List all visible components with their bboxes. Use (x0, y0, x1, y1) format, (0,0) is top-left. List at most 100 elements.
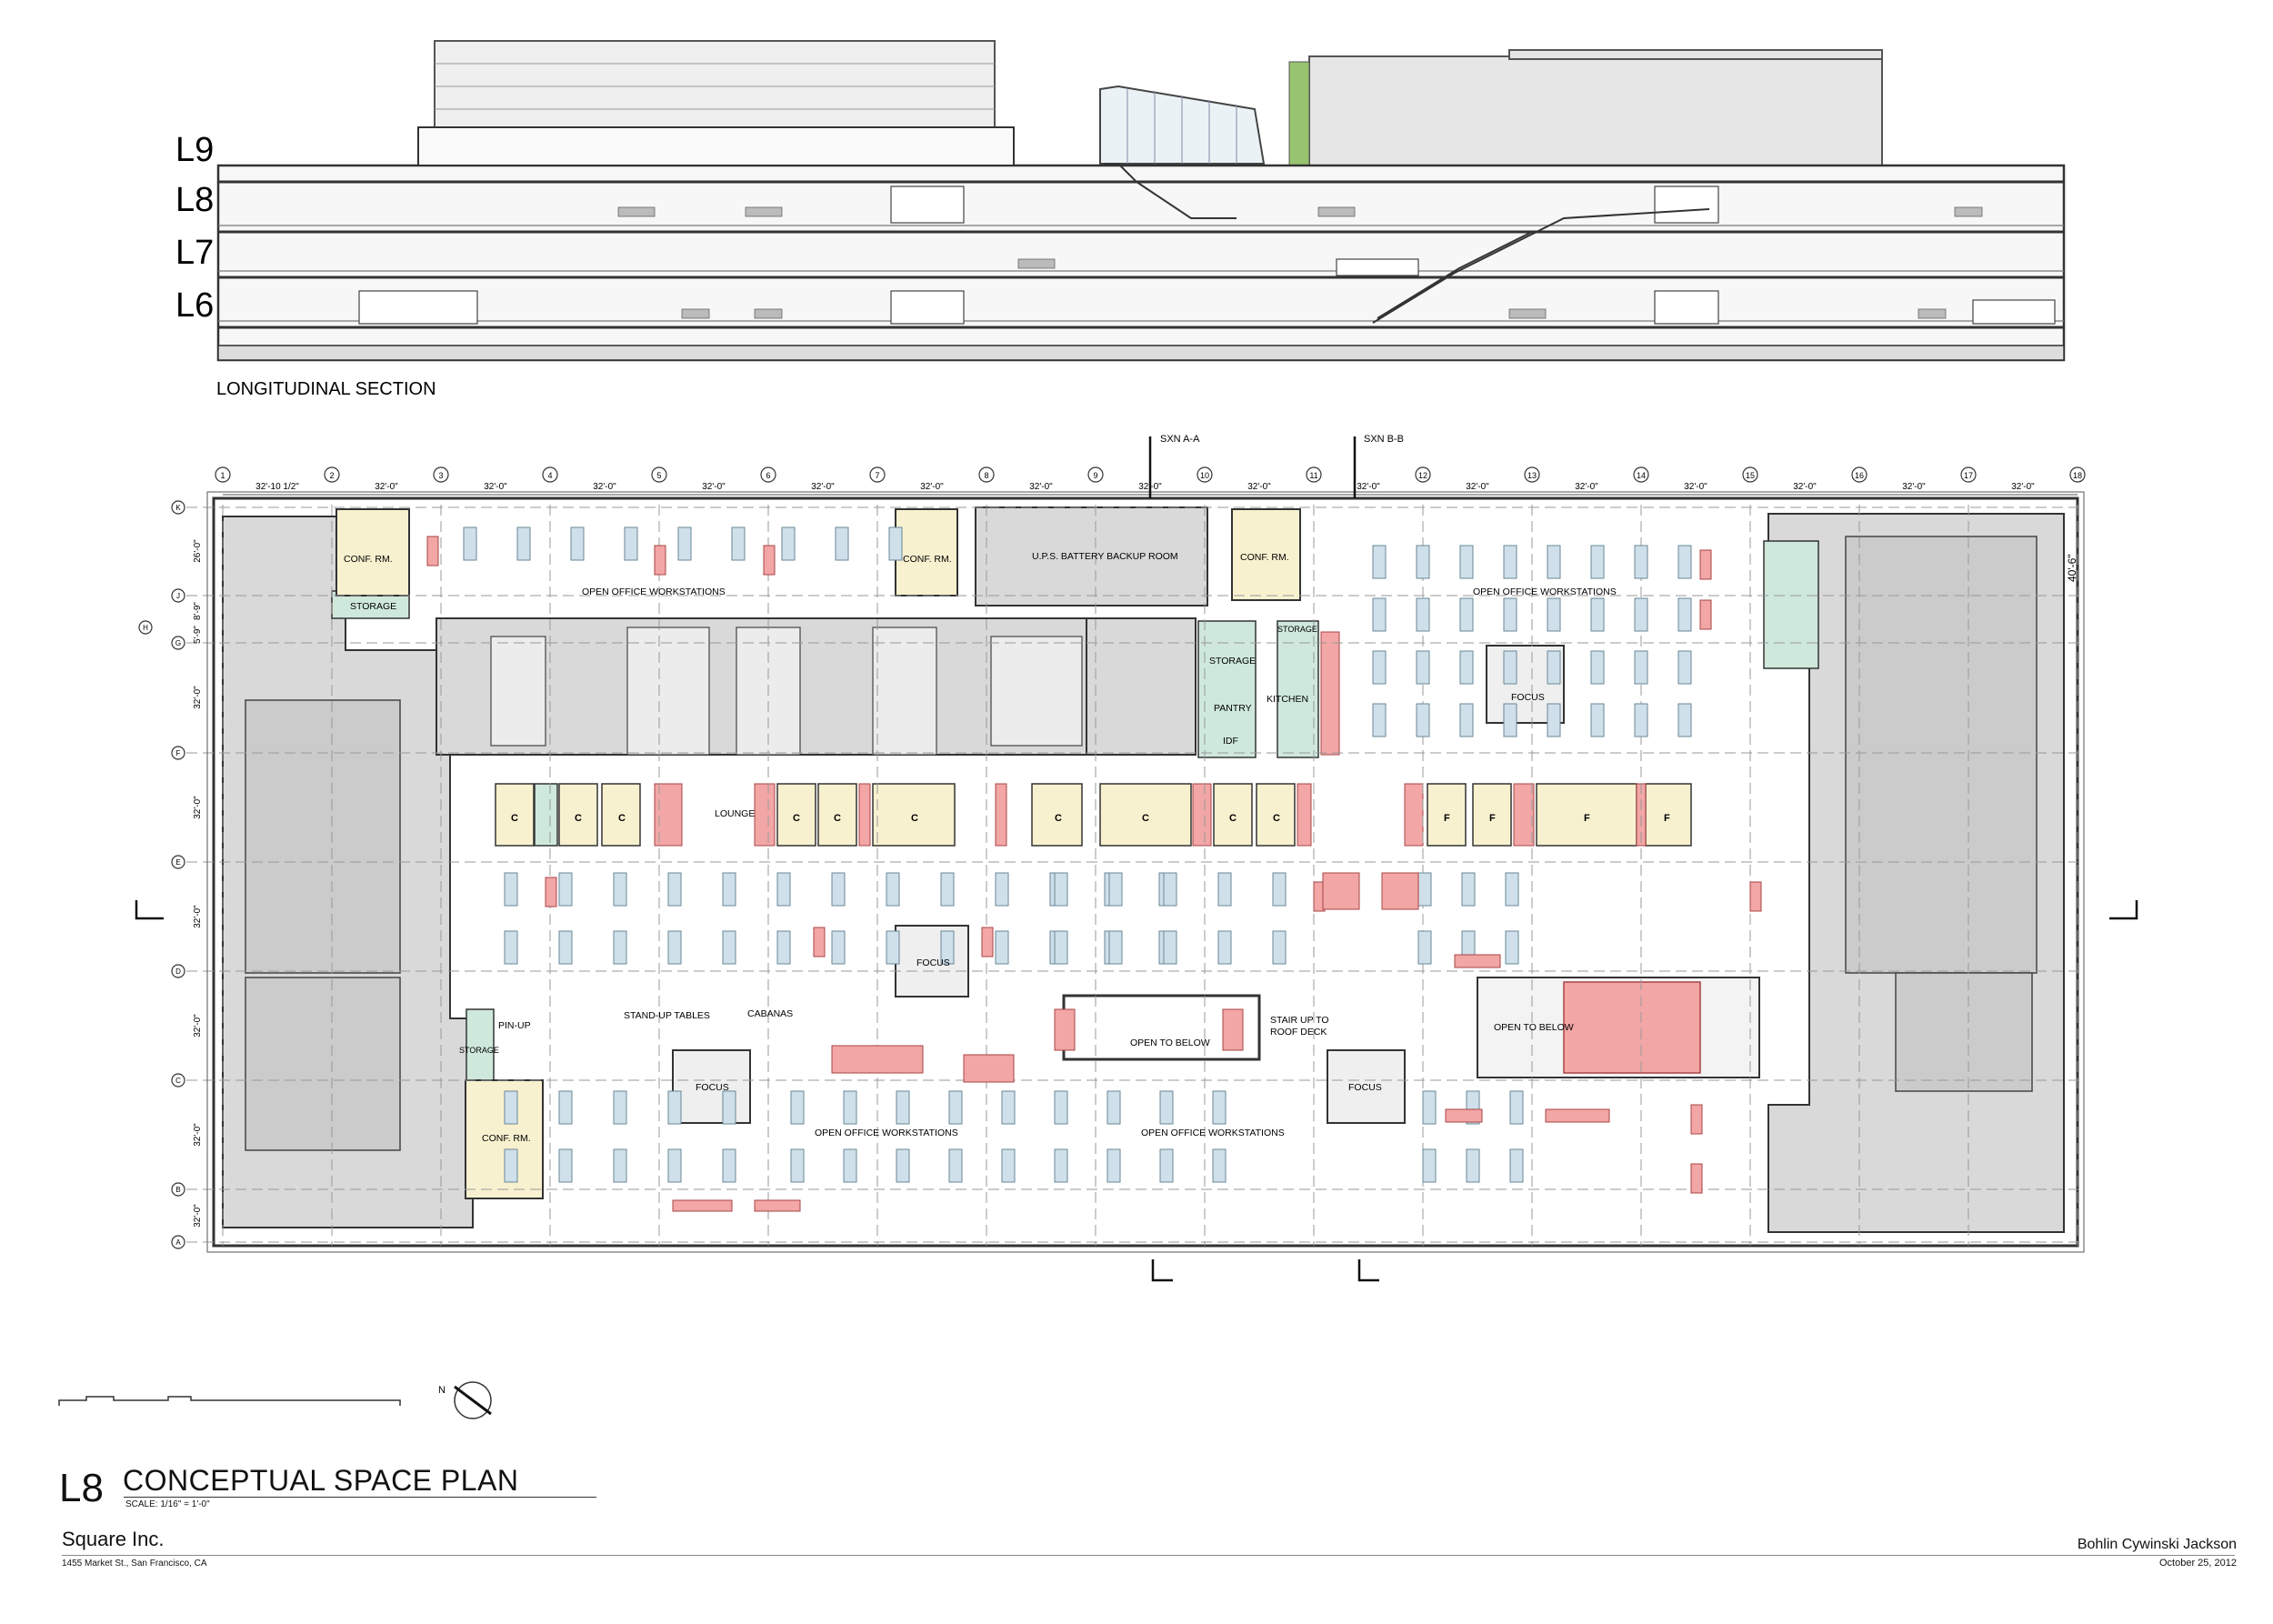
workstation (981, 927, 994, 957)
grid-row-bubble (171, 964, 185, 978)
title-level: L8 (59, 1466, 104, 1510)
conf-room-label-4: CONF. RM. (482, 1133, 531, 1144)
workstation (731, 526, 746, 561)
workstation (1461, 872, 1476, 907)
workstation (1272, 872, 1287, 907)
workstation (545, 877, 557, 907)
workstation (886, 872, 900, 907)
workstation (1634, 545, 1648, 579)
workstation (940, 872, 955, 907)
c-room-label-2: C (575, 813, 582, 824)
grid-row-bubble (171, 855, 185, 869)
workstation (1445, 1108, 1483, 1123)
grid-column-label: 10 (1200, 471, 1209, 480)
lounge-label: LOUNGE (715, 808, 755, 819)
bay-dimension: 32'-0" (1684, 482, 1707, 492)
grid-row-label: K (175, 504, 181, 512)
workstation (1159, 1090, 1174, 1125)
workstation (1505, 930, 1519, 965)
workstation (1163, 872, 1177, 907)
workstation (1001, 1148, 1016, 1183)
grid-column-label: 15 (1746, 471, 1755, 480)
workstation (722, 930, 736, 965)
grid-column-label: 5 (656, 471, 661, 480)
grid-column-label: 7 (875, 471, 879, 480)
grid-column-bubble (1524, 466, 1540, 483)
workstation (1372, 597, 1387, 632)
storage-label-3: STORAGE (1277, 625, 1317, 634)
ups-room-label: U.P.S. BATTERY BACKUP ROOM (1032, 551, 1178, 562)
grid-column-bubble (978, 466, 995, 483)
grid-column-label: 11 (1309, 471, 1317, 480)
pinup-label: PIN-UP (498, 1020, 531, 1031)
workstation (1459, 597, 1474, 632)
f-room-label-3: F (1584, 813, 1590, 824)
graphic-scale-bar (58, 1396, 401, 1406)
workstation (1054, 1148, 1068, 1183)
grid-row-bubble (171, 1073, 185, 1088)
workstation (1054, 1090, 1068, 1125)
title-block: L8 CONCEPTUAL SPACE PLAN SCALE: 1/16" = … (55, 1455, 2237, 1619)
workstation (1422, 1090, 1437, 1125)
grid-column-bubble (1197, 466, 1213, 483)
bay-dimension: 32'-0" (1466, 482, 1489, 492)
workstation (1054, 1008, 1076, 1051)
workstation (1106, 1148, 1121, 1183)
workstation (776, 930, 791, 965)
workstation (1547, 650, 1561, 685)
workstation (1699, 549, 1712, 580)
grid-column-bubble (542, 466, 558, 483)
workstation (1422, 1148, 1437, 1183)
pantry-label: PANTRY (1214, 703, 1252, 714)
workstation (1454, 954, 1501, 968)
grid-row-label: E (175, 858, 180, 867)
grid-row-bubble (171, 636, 185, 650)
idf-label: IDF (1223, 736, 1238, 747)
workstation (763, 545, 776, 576)
workstation (624, 526, 638, 561)
f-room-label-2: F (1489, 813, 1496, 824)
workstation (613, 1148, 627, 1183)
right-dimension: 40'-6" (2066, 554, 2078, 582)
workstation (1217, 930, 1232, 965)
grid-row-label: G (175, 639, 181, 647)
workstation (1547, 703, 1561, 737)
grid-column-label: 18 (2073, 471, 2082, 480)
focus-label-2: FOCUS (916, 957, 950, 968)
workstation (1108, 930, 1123, 965)
workstation (516, 526, 531, 561)
grid-row-label: C (175, 1077, 181, 1085)
workstation (940, 930, 955, 965)
workstation (1634, 650, 1648, 685)
workstation (831, 1045, 924, 1074)
workstation (1459, 545, 1474, 579)
workstation (1322, 872, 1360, 910)
workstation (1503, 545, 1517, 579)
client-name: Square Inc. (62, 1528, 165, 1550)
workstation (1416, 650, 1430, 685)
workstation (1217, 872, 1232, 907)
bay-dimension: 32'-0" (193, 905, 203, 928)
workstation (570, 526, 585, 561)
workstation (463, 526, 477, 561)
workstation (558, 930, 573, 965)
open-office-label-3: OPEN OFFICE WORKSTATIONS (815, 1128, 958, 1138)
workstation (948, 1090, 963, 1125)
workstation (1509, 1148, 1524, 1183)
level-label-l9: L9 (175, 131, 214, 169)
c-room-label-10: C (1273, 813, 1280, 824)
bay-dimension: 32'-0" (1793, 482, 1817, 492)
workstation (1547, 597, 1561, 632)
grid-column-label: 17 (1964, 471, 1973, 480)
workstation (1222, 1008, 1244, 1051)
title-divider (62, 1555, 2235, 1556)
workstation (613, 930, 627, 965)
workstation (1677, 597, 1692, 632)
c-room-label-5: C (834, 813, 841, 824)
bay-dimension: 32'-0" (1247, 482, 1271, 492)
workstation (1503, 597, 1517, 632)
grid-row-label: F (176, 749, 181, 757)
bay-dimension: 32'-0" (920, 482, 944, 492)
